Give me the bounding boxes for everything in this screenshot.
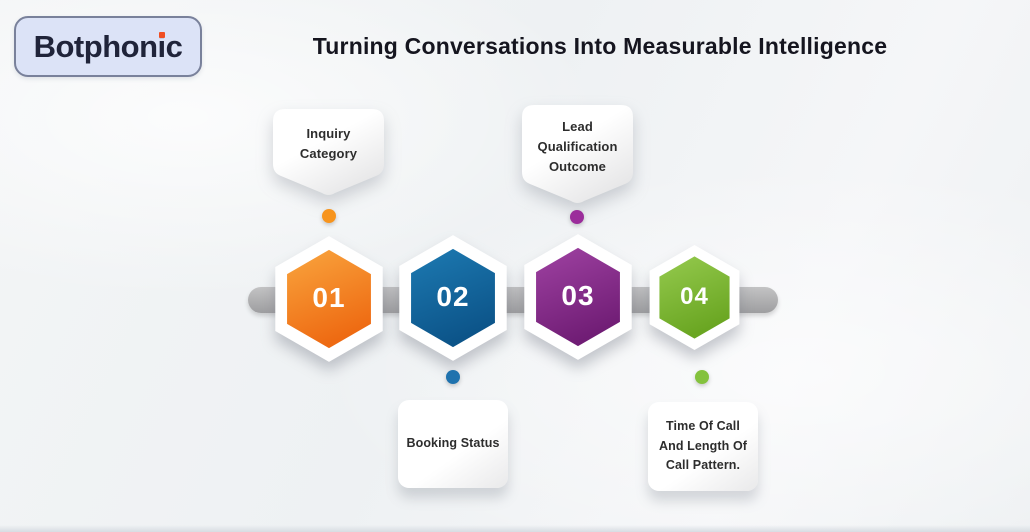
- brand-logo-text: Botphonic: [34, 29, 183, 65]
- hexagon-step-4: 04: [646, 244, 743, 351]
- callout-inquiry-category: Inquiry Category: [272, 108, 385, 198]
- callout-label: Inquiry Category: [299, 125, 358, 161]
- connector-dot-icon: [322, 209, 336, 223]
- brand-logo: Botphonic: [14, 16, 202, 77]
- hexagon-icon: [524, 234, 632, 360]
- hexagon-step-3: 03: [520, 233, 636, 361]
- step-number: 01: [312, 282, 346, 313]
- callout-label: Booking Status: [406, 436, 500, 451]
- hexagon-icon: [275, 236, 383, 362]
- hexagon-icon: [399, 235, 507, 361]
- connector-dot-icon: [446, 370, 460, 384]
- connector-dot-icon: [695, 370, 709, 384]
- brand-logo-letter-i: i: [157, 28, 167, 64]
- step-number: 02: [436, 281, 470, 312]
- hexagon-step-2: 02: [395, 234, 511, 362]
- speech-bubble-icon: [273, 109, 384, 195]
- page-title: Turning Conversations Into Measurable In…: [312, 33, 888, 59]
- callout-booking-status: Booking Status: [398, 400, 508, 488]
- callout-call-time-pattern: Time Of Call And Length Of Call Pattern.: [648, 402, 758, 491]
- callout-lead-qualification: Lead Qualification Outcome: [521, 104, 634, 207]
- callout-label: Time Of Call And Length Of Call Pattern.: [658, 419, 748, 473]
- hexagon-icon: [649, 244, 740, 351]
- step-number: 03: [561, 280, 595, 311]
- connector-dot-icon: [570, 210, 584, 224]
- hexagon-step-1: 01: [271, 235, 387, 363]
- brand-logo-text-suffix: c: [165, 28, 183, 64]
- step-number: 04: [680, 282, 709, 310]
- speech-bubble-icon: [522, 105, 633, 203]
- brand-logo-text-prefix: Botphon: [33, 28, 158, 64]
- callout-label: Lead Qualification Outcome: [537, 118, 618, 175]
